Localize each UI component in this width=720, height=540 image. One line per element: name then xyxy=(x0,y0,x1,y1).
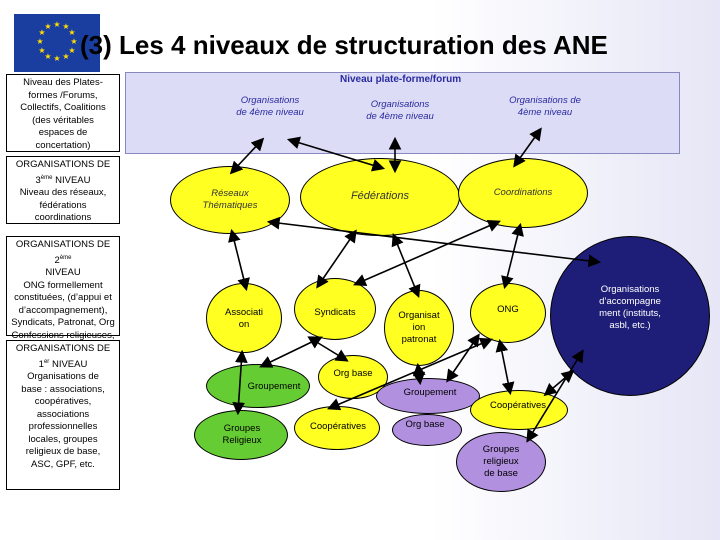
legend-level3-sup: ème xyxy=(40,174,53,181)
legend-level2-sup: ème xyxy=(59,254,72,261)
legend-level3-pre: ORGANISATIONS DE 3 xyxy=(15,159,111,186)
label-patronat: Organisat ion patronat xyxy=(398,310,440,345)
legend-level2-pre: ORGANISATIONS DE 2 xyxy=(15,239,111,266)
arrow xyxy=(495,338,515,396)
arrow xyxy=(353,219,501,287)
label-accompagnement: Organisations d’accompagne ment (institu… xyxy=(599,284,661,331)
label-reseaux: Réseaux Thématiques xyxy=(202,188,258,211)
label-cooperatives-right: Coopératives xyxy=(490,400,546,411)
svg-text:★: ★ xyxy=(53,20,60,29)
legend-level1-pre: ORGANISATIONS DE 1 xyxy=(15,343,111,370)
arrow xyxy=(229,137,265,175)
ellipse-coordinations xyxy=(458,158,588,228)
arrow xyxy=(286,136,386,172)
eu-flag-icon: ★★★ ★★★ ★★★ ★★★ xyxy=(14,14,100,72)
legend-level1-sup: er xyxy=(43,358,50,365)
arrow xyxy=(307,336,349,362)
svg-text:★: ★ xyxy=(44,52,51,61)
platform-org-1: Organisations de 4ème niveau xyxy=(236,95,304,118)
platform-title: Niveau plate-forme/forum xyxy=(340,74,462,85)
label-association: Associati on xyxy=(224,307,263,330)
arrow xyxy=(228,228,250,292)
legend-level1-post: NIVEAU Organisations de base : associati… xyxy=(21,358,105,470)
label-groupement-right: Groupement xyxy=(403,387,457,398)
svg-text:★: ★ xyxy=(62,22,69,31)
svg-text:★: ★ xyxy=(68,28,75,37)
arrow xyxy=(446,333,480,383)
legend-platform-text: Niveau des Plates- formes /Forums, Colle… xyxy=(20,77,106,151)
svg-text:★: ★ xyxy=(38,28,45,37)
svg-text:★: ★ xyxy=(44,22,51,31)
label-coordinations: Coordinations xyxy=(493,187,553,198)
legend-level3-post: NIVEAU Niveau des réseaux, fédérations c… xyxy=(19,174,107,224)
ellipse-ong xyxy=(470,283,546,343)
label-groupes-religieux: Groupes Religieux xyxy=(222,423,262,446)
svg-text:★: ★ xyxy=(70,37,77,46)
ellipse-groupement-left xyxy=(206,364,310,408)
svg-text:★: ★ xyxy=(68,46,75,55)
label-org-base-top: Org base xyxy=(333,368,373,379)
label-ong: ONG xyxy=(497,304,519,315)
arrow xyxy=(543,369,575,397)
arrow xyxy=(513,127,542,168)
page-title: (3) Les 4 niveaux de structuration des A… xyxy=(80,30,608,60)
svg-text:★: ★ xyxy=(36,37,43,46)
label-federations: Fédérations xyxy=(350,190,410,202)
arrow xyxy=(266,216,602,268)
ellipse-org-base-bottom xyxy=(392,414,462,446)
label-cooperatives-left: Coopératives xyxy=(310,421,366,432)
arrow xyxy=(259,336,323,368)
arrow xyxy=(327,337,493,411)
legend-box-level1: ORGANISATIONS DE 1er NIVEAU Organisation… xyxy=(6,340,120,490)
label-groupement-left: Groupement xyxy=(247,381,301,392)
legend-box-platform: Niveau des Plates- formes /Forums, Colle… xyxy=(6,74,120,152)
arrow xyxy=(526,349,584,443)
svg-text:★: ★ xyxy=(62,52,69,61)
platform-org-2: Organisations de 4ème niveau xyxy=(366,99,434,122)
arrow xyxy=(501,222,524,290)
label-org-base-bottom: Org base xyxy=(405,419,445,430)
arrow xyxy=(316,229,357,289)
arrow xyxy=(232,349,248,416)
label-syndicats: Syndicats xyxy=(314,307,356,318)
eu-stars: ★★★ ★★★ ★★★ ★★★ xyxy=(36,20,77,63)
svg-text:★: ★ xyxy=(53,54,60,63)
label-groupes-religieux-base: Groupes religieux de base xyxy=(482,444,520,479)
platform-panel xyxy=(125,72,680,154)
svg-text:★: ★ xyxy=(38,46,45,55)
legend-box-level3: ORGANISATIONS DE 3ème NIVEAU Niveau des … xyxy=(6,156,120,224)
platform-org-3: Organisations de 4ème niveau xyxy=(509,95,581,118)
arrow xyxy=(412,362,426,386)
ellipse-cooperatives-left xyxy=(294,406,380,450)
